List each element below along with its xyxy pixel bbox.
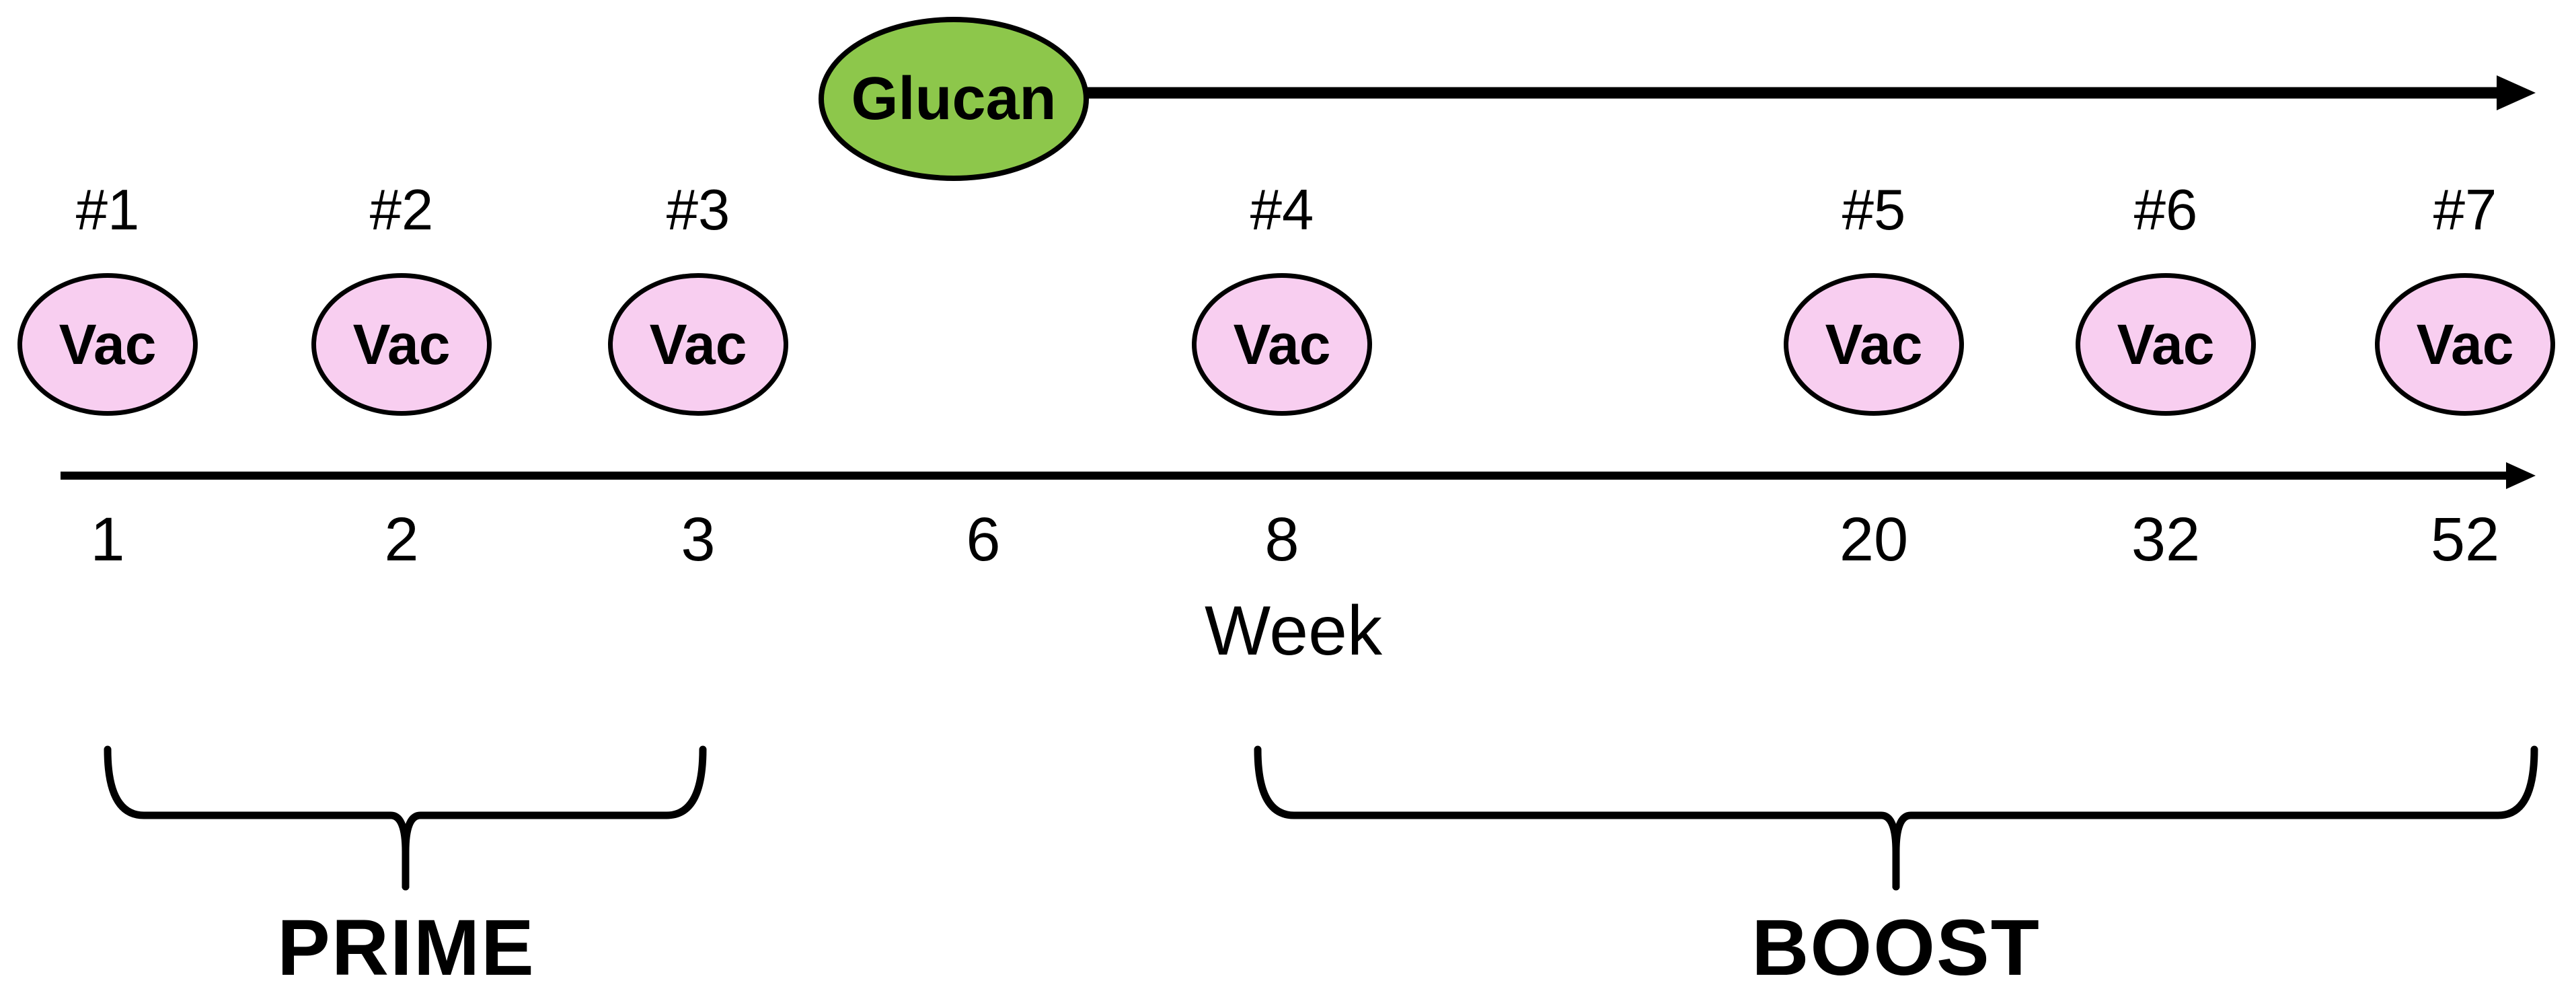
vaccine-6-number: #6 <box>2133 178 2198 242</box>
vaccine-7-ellipse: Vac <box>2375 273 2555 416</box>
week-axis-label: Week <box>1205 592 1382 670</box>
timeline-arrowhead-icon <box>2506 462 2536 489</box>
boost-brace <box>1254 745 2538 891</box>
vaccine-4-label: Vac <box>1233 313 1331 376</box>
glucan-label: Glucan <box>851 65 1057 133</box>
vaccine-6-ellipse: Vac <box>2076 273 2256 416</box>
vaccine-3: #3 Vac <box>608 179 788 416</box>
vaccine-7-label: Vac <box>2416 313 2514 376</box>
week-tick-3: 3 <box>681 505 716 574</box>
glucan-node: Glucan <box>819 17 1089 181</box>
timeline-axis-arrow <box>61 462 2536 489</box>
vaccine-5-number: #5 <box>1842 178 1906 242</box>
vaccine-4-number: #4 <box>1250 178 1314 242</box>
vaccine-5-ellipse: Vac <box>1784 273 1964 416</box>
week-tick-32: 32 <box>2131 505 2201 574</box>
vaccine-3-ellipse: Vac <box>608 273 788 416</box>
week-tick-2: 2 <box>384 505 419 574</box>
vaccine-5-label: Vac <box>1825 313 1923 376</box>
vaccine-7-number: #7 <box>2433 178 2497 242</box>
vaccine-7: #7 Vac <box>2375 179 2555 416</box>
glucan-duration-arrow <box>1083 75 2536 110</box>
week-tick-52: 52 <box>2430 505 2500 574</box>
vaccine-6: #6 Vac <box>2076 179 2256 416</box>
vaccine-3-label: Vac <box>649 313 747 376</box>
week-tick-1: 1 <box>90 505 125 574</box>
vaccine-3-number: #3 <box>666 178 730 242</box>
vaccine-4: #4 Vac <box>1192 179 1372 416</box>
vaccine-2: #2 Vac <box>311 179 492 416</box>
vaccine-2-label: Vac <box>352 313 451 376</box>
phase-label-boost: BOOST <box>1751 903 2041 992</box>
week-tick-20: 20 <box>1839 505 1909 574</box>
vaccine-2-number: #2 <box>369 178 434 242</box>
vaccine-1-number: #1 <box>75 178 140 242</box>
glucan-arrowhead-icon <box>2497 75 2536 110</box>
vaccine-4-ellipse: Vac <box>1192 273 1372 416</box>
vaccine-2-ellipse: Vac <box>311 273 492 416</box>
week-tick-6: 6 <box>966 505 1001 574</box>
phase-label-prime: PRIME <box>277 903 535 992</box>
vaccine-1-label: Vac <box>59 313 157 376</box>
prime-brace <box>104 745 707 891</box>
vaccine-6-label: Vac <box>2117 313 2215 376</box>
vaccine-1: #1 Vac <box>17 179 198 416</box>
week-tick-8: 8 <box>1264 505 1299 574</box>
vaccine-1-ellipse: Vac <box>17 273 198 416</box>
vaccine-5: #5 Vac <box>1784 179 1964 416</box>
